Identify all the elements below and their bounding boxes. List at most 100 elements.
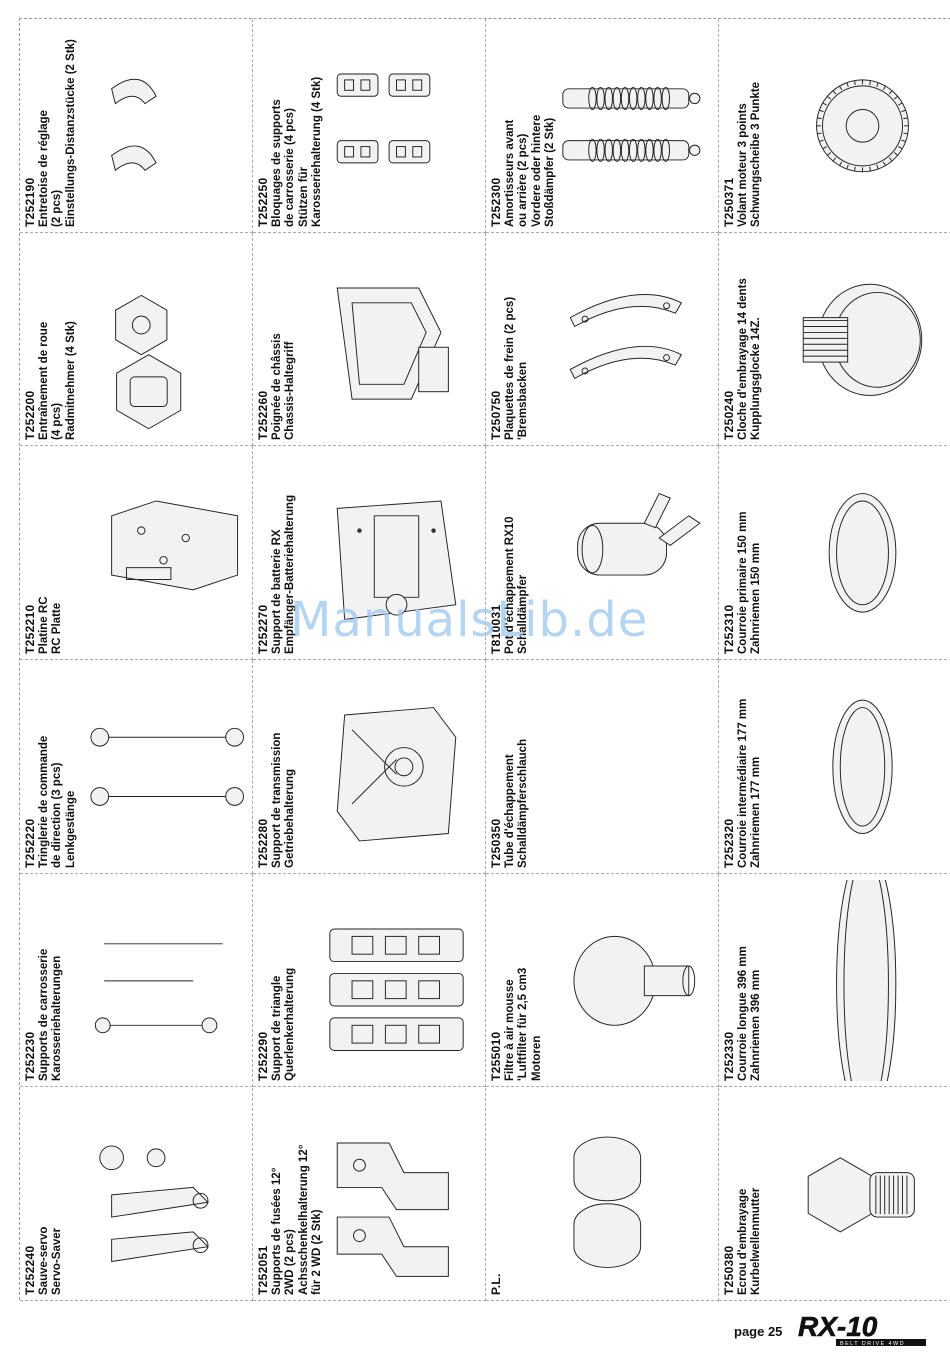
part-description-line: Supports de carrosserie [37,949,50,1082]
part-number: T252310 [722,604,736,655]
part-illustration-arm-mounts [315,880,478,1082]
part-description-line: 2WD (2 pcs) [284,1229,296,1296]
part-illustration-belt-short [781,452,944,654]
part-description-line: Querlenkerhalterung [284,968,296,1082]
part-number: T255010 [489,1032,503,1082]
part-number: T250371 [722,177,736,227]
part-number: T250750 [489,390,503,441]
part-number: T252210 [23,604,37,655]
part-illustration-rc-plate [82,452,245,654]
part-number: T252230 [23,1032,37,1082]
part-description-line: Bloquages de supports [270,98,283,227]
part-description-line: Motoren [530,1036,543,1082]
part-description-line: Radmitnehmer (4 Stk) [64,321,77,441]
part-description-line: Zahnriemen 150 mm [750,542,762,655]
part-illustration-transmission-mount [315,666,478,868]
part-number: T252330 [722,1032,736,1082]
part-description-line: Servo-Saver [51,1228,63,1296]
part-description-line: Ecrou d'embrayage [736,1188,749,1296]
part-number: T252200 [23,390,37,441]
part-illustration-exhaust-pipe [548,452,711,654]
part-number: T252220 [23,818,37,868]
part-number: T252320 [722,818,736,868]
part-illustration-air-filter [548,880,711,1082]
part-description-line: Support de triangle [270,976,283,1082]
part-caption: P.L. [489,1273,504,1296]
part-description-line: Schalldämpferschlauch [517,738,529,868]
part-illustration-servo-saver [82,1094,245,1296]
page-footer: page 25 RX-10 BELT DRIVE 4WD [734,1310,934,1350]
part-number: T250350 [489,818,503,868]
part-description-line: für 2 WD (2 Stk) [311,1209,323,1296]
part-description-line: Schwungscheibe 3 Punkte [750,81,762,227]
part-description-line: Entraînement de roue [37,322,50,441]
watermark: ManualsLib.de [290,592,649,648]
part-number: T252250 [256,177,270,227]
part-description-line: 'Luftfilter für 2,5 cm3 [517,968,529,1082]
part-description-line: Zahnriemen 177 mm [750,756,762,868]
part-number: T250380 [722,1245,736,1296]
part-description-line: Chassis-Haltegriff [284,341,296,441]
part-description-line: Stoßdämpfer (2 Stk) [544,117,556,227]
part-illustration-spacer-clips [82,25,245,227]
part-description-line: Karosseriehalterung (4 Stk) [311,76,323,227]
part-illustration-belt-mid [781,666,944,868]
part-illustration-shocks [548,25,711,227]
part-description-line: Courroie intermédiaire 177 mm [736,698,749,868]
part-description-line: Support de transmission [270,732,283,868]
part-description-line: Tube d'échappement [503,754,516,868]
part-number: T252240 [23,1245,37,1296]
part-description-line: Poignée de châssis [270,333,283,441]
page-number: page 25 [734,1324,783,1339]
part-number: P.L. [489,1273,503,1296]
part-description-line: (2 pcs) [51,189,63,227]
part-illustration-clutch-nut [781,1094,944,1296]
part-number: T250240 [722,390,736,441]
part-description-line: Kurbelwellenmutter [750,1187,762,1296]
part-description-line: Platine RC [37,596,50,655]
part-description-line: (4 pcs) [51,403,63,441]
part-description-line: Karosseriehalterungen [51,956,63,1082]
part-number: T252280 [256,818,270,868]
part-description-line: Zahnriemen 396 mm [750,970,762,1082]
part-illustration-pucks [548,1094,711,1296]
part-description-line: Courroie longue 396 mm [736,946,749,1082]
part-description-line: Einstellungs-Distanzstücke (2 Stk) [64,38,77,227]
part-description-line: Cloche d'embrayage 14 dents [736,278,749,441]
part-description-line: Entretoise de réglage [37,109,50,227]
part-description-line: de carrosserie (4 pcs) [284,107,296,227]
part-number: T252260 [256,390,270,441]
part-number: T252270 [256,604,270,655]
part-description-line: Filtre à air mousse [503,979,516,1082]
